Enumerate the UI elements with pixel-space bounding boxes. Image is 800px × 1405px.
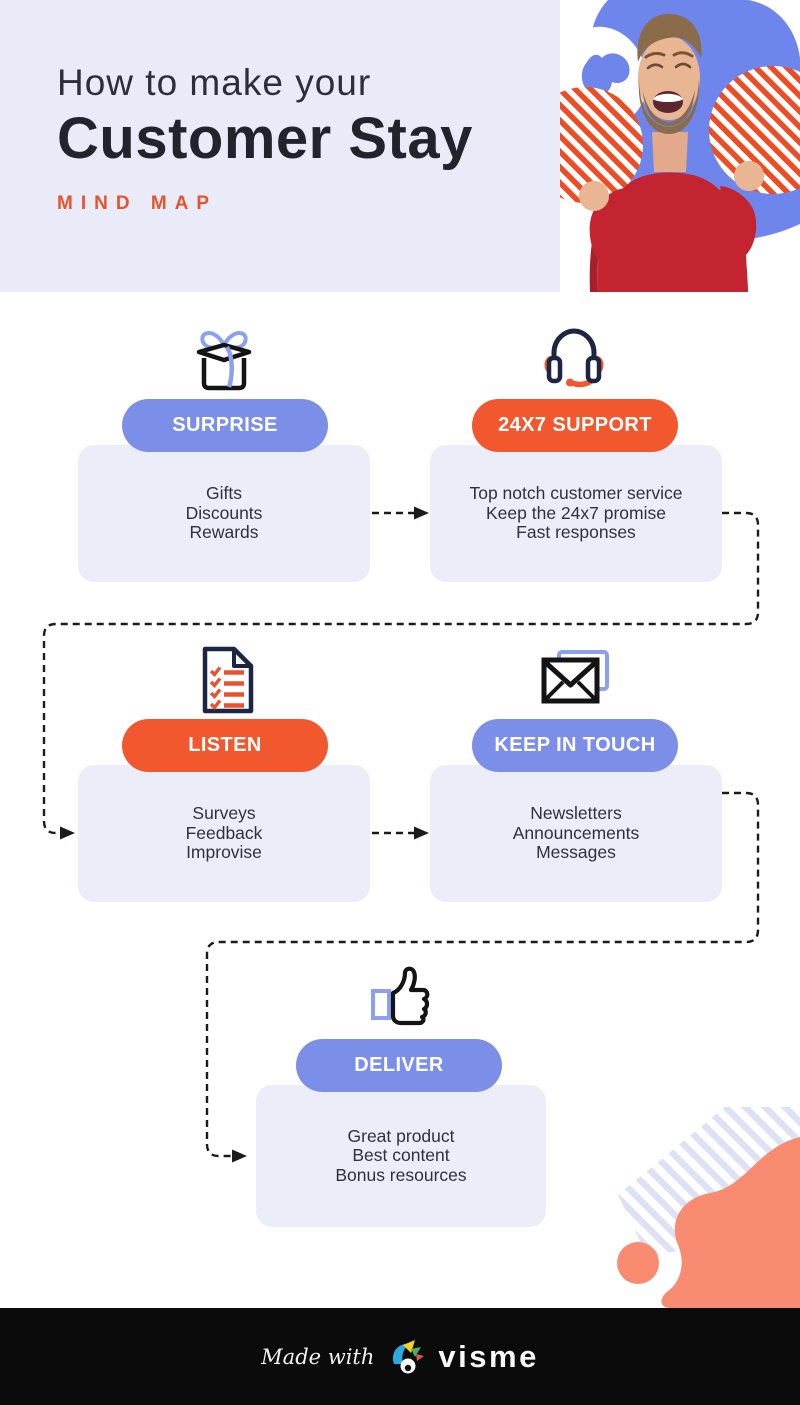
card-item: Messages: [536, 842, 616, 863]
pill-listen: LISTEN: [122, 719, 328, 772]
happy-customer-photo: [560, 0, 800, 292]
card-item: Surveys: [192, 803, 256, 824]
title-block: How to make your Customer Stay MIND MAP: [57, 62, 577, 215]
card-surprise: Gifts Discounts Rewards: [78, 445, 370, 582]
visme-logo-icon: [393, 1339, 425, 1373]
made-with-text: Made with: [261, 1344, 375, 1369]
thumbs-up-icon: [371, 966, 430, 1026]
card-item: Improvise: [186, 842, 262, 863]
node-support: 24X7 SUPPORT Top notch customer service …: [430, 318, 722, 582]
node-keepintouch: KEEP IN TOUCH Newsletters Announcements …: [430, 640, 722, 902]
header-banner: How to make your Customer Stay MIND MAP: [0, 0, 800, 292]
card-item: Great product: [347, 1125, 455, 1146]
node-listen: LISTEN Surveys Feedback Improvise: [78, 640, 370, 902]
pill-deliver: DELIVER: [296, 1039, 502, 1092]
card-deliver: Great product Best content Bonus resourc…: [256, 1085, 546, 1227]
node-deliver: DELIVER Great product Best content Bonus…: [256, 960, 546, 1227]
pill-surprise: SURPRISE: [122, 399, 328, 452]
card-keepintouch: Newsletters Announcements Messages: [430, 765, 722, 902]
pill-keepintouch: KEEP IN TOUCH: [472, 719, 678, 772]
card-item: Discounts: [185, 502, 263, 523]
coral-circle: [617, 1242, 659, 1284]
cheering-man: [579, 13, 764, 292]
headset-icon: [544, 328, 604, 388]
gift-icon: [196, 331, 252, 391]
card-item: Announcements: [512, 822, 640, 843]
footer-bar: Made with visme: [0, 1308, 800, 1405]
card-item: Feedback: [185, 822, 263, 843]
card-item: Fast responses: [516, 522, 636, 543]
envelope-icon: [541, 650, 609, 704]
subtitle: MIND MAP: [57, 193, 218, 215]
card-item: Gifts: [206, 483, 242, 504]
card-item: Bonus resources: [335, 1164, 467, 1185]
page-title: Customer Stay: [57, 105, 473, 171]
card-item: Best content: [352, 1145, 450, 1166]
card-item: Rewards: [189, 522, 259, 543]
bottom-decoration: [617, 1107, 800, 1308]
card-item: Keep the 24x7 promise: [486, 502, 666, 523]
card-item: Newsletters: [530, 803, 622, 824]
card-item: Top notch customer service: [469, 483, 683, 504]
card-support: Top notch customer service Keep the 24x7…: [430, 445, 722, 582]
node-surprise: SURPRISE Gifts Discounts Rewards: [78, 320, 370, 582]
coral-blob: [661, 1137, 800, 1308]
title-line1: How to make your: [57, 62, 372, 103]
visme-wordmark: visme: [438, 1338, 539, 1374]
striped-circle-right: [709, 66, 800, 194]
card-listen: Surveys Feedback Improvise: [78, 765, 370, 902]
checklist-icon: [202, 646, 254, 714]
striped-circle-left: [560, 87, 643, 203]
pill-support: 24X7 SUPPORT: [472, 399, 678, 452]
